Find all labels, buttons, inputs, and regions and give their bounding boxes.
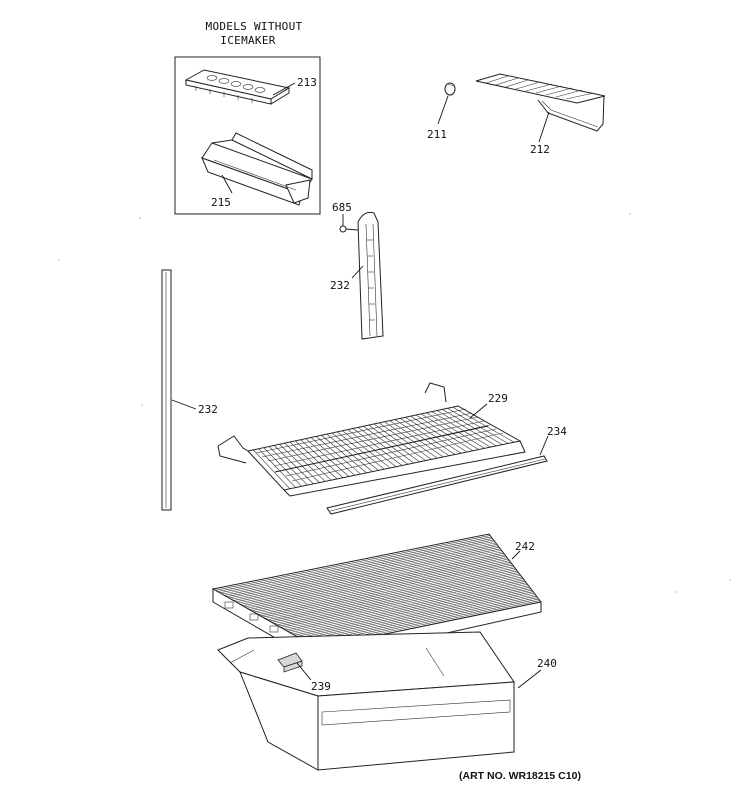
leader-232-left [171,399,197,410]
leader-232-right [351,265,364,279]
callout-232-left: 232 [198,403,218,416]
part-234-shelf-trim [326,455,548,515]
leader-242 [511,550,521,560]
leader-234 [539,435,549,456]
art-number: (ART NO. WR18215 C10) [459,770,581,782]
leader-215 [221,174,233,194]
part-229-wire-shelf [217,382,526,497]
part-232-left-strip [161,269,172,511]
leader-239 [296,662,312,681]
part-240-crisper-pan [217,631,515,771]
callout-212: 212 [530,143,550,156]
callout-215: 215 [211,196,231,209]
callout-213: 213 [297,76,317,89]
leader-211 [437,95,449,125]
callout-232-right: 232 [330,279,350,292]
part-211-shelf-support [444,82,456,96]
part-232-right-rail [357,211,384,340]
inset-title-line1: MODELS WITHOUT [206,20,303,33]
callout-229: 229 [488,392,508,405]
scan-specks [58,213,731,593]
part-212-wire-shelf [475,73,606,132]
callout-240: 240 [537,657,557,670]
part-242-pan-cover [211,533,542,663]
inset-models-without-icemaker: MODELS WITHOUT ICEMAKER 213 [174,20,321,215]
part-685-screw [339,225,359,233]
leader-213 [272,82,296,96]
callout-239: 239 [311,680,331,693]
part-213-ice-tray [184,69,291,105]
inset-frame [174,56,321,215]
callout-242: 242 [515,540,535,553]
part-215-ice-bucket [201,132,313,206]
inset-title-line2: ICEMAKER [220,34,275,47]
callout-234: 234 [547,425,567,438]
leader-229 [469,403,488,419]
callout-211: 211 [427,128,447,141]
leader-212 [538,111,550,143]
callout-685: 685 [332,201,352,214]
leader-240 [517,669,542,689]
